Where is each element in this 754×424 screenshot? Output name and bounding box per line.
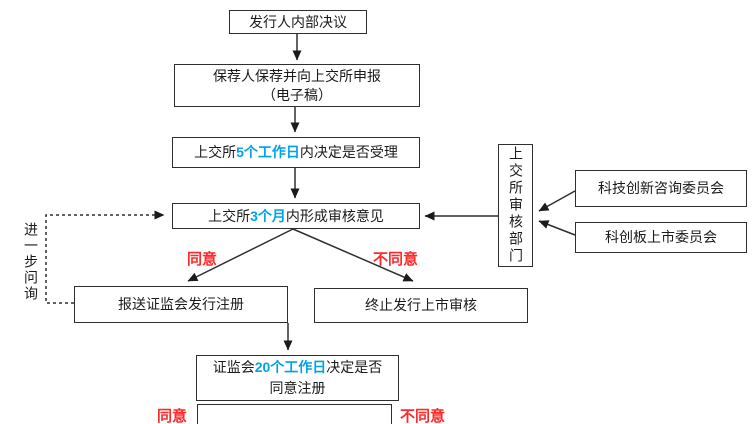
node-sponsor-filing: 保荐人保荐并向上交所申报 （电子稿） (174, 64, 420, 107)
node-sse-opinion-highlight: 3个月 (250, 207, 286, 224)
node-csrc-decision: 证监会20个工作日决定是否同意注册 (196, 355, 399, 401)
node-sse-review-dept: 上交所审核部门 (498, 144, 533, 267)
node-sse-acceptance-highlight: 5个工作日 (236, 144, 300, 160)
node-csrc-registration: 报送证监会发行注册 (74, 286, 288, 323)
node-sse-opinion-prefix: 上交所 (208, 207, 251, 224)
node-advisory-committee: 科技创新咨询委员会 (575, 170, 747, 207)
node-csrc-decision-highlight: 20个工作日 (254, 359, 327, 375)
label-disagree-bottom: 不同意 (400, 408, 446, 424)
connector-advisory-to-dept (538, 190, 576, 212)
label-further-inquiry: 进一步问询 (23, 222, 39, 302)
node-terminate-review-text: 终止发行上市审核 (365, 297, 477, 313)
node-listing-committee-text: 科创板上市委员会 (605, 229, 717, 245)
node-csrc-decision-text: 证监会20个工作日决定是否同意注册 (212, 357, 383, 399)
label-agree-mid: 同意 (187, 251, 218, 268)
node-advisory-committee-text: 科技创新咨询委员会 (598, 180, 724, 196)
node-sponsor-filing-line1: 保荐人保荐并向上交所申报 (213, 67, 381, 84)
connector-listing-to-dept (538, 220, 576, 236)
node-sponsor-filing-line2: （电子稿） (262, 86, 332, 103)
node-csrc-decision-suffix: 决定是否同意注册 (269, 359, 383, 396)
node-sse-acceptance: 上交所5个工作日内决定是否受理 (172, 137, 420, 168)
node-sse-opinion-suffix: 内形成审核意见 (285, 207, 384, 224)
node-csrc-registration-text: 报送证监会发行注册 (118, 296, 244, 312)
label-disagree-mid: 不同意 (373, 251, 419, 268)
connector-opinion-disagree (292, 228, 414, 282)
node-bottom-cutoff (197, 404, 392, 424)
node-sse-acceptance-suffix: 内决定是否受理 (299, 144, 398, 160)
node-csrc-decision-prefix: 证监会 (212, 359, 255, 375)
connector-further-inquiry-dashed (45, 210, 165, 304)
connector-opinion-agree (187, 228, 294, 282)
node-sse-opinion: 上交所3个月内形成审核意见 (172, 203, 420, 229)
label-agree-bottom: 同意 (157, 408, 188, 424)
node-sse-acceptance-prefix: 上交所 (194, 144, 237, 160)
node-sse-review-dept-text: 上交所审核部门 (508, 146, 524, 265)
node-terminate-review: 终止发行上市审核 (314, 288, 528, 323)
node-sse-acceptance-text: 上交所5个工作日内决定是否受理 (194, 143, 398, 162)
node-listing-committee: 科创板上市委员会 (575, 222, 747, 253)
node-sse-opinion-text: 上交所3个月内形成审核意见 (208, 207, 384, 226)
node-issuer-resolution-text: 发行人内部决议 (249, 13, 347, 30)
node-issuer-resolution: 发行人内部决议 (229, 10, 367, 34)
